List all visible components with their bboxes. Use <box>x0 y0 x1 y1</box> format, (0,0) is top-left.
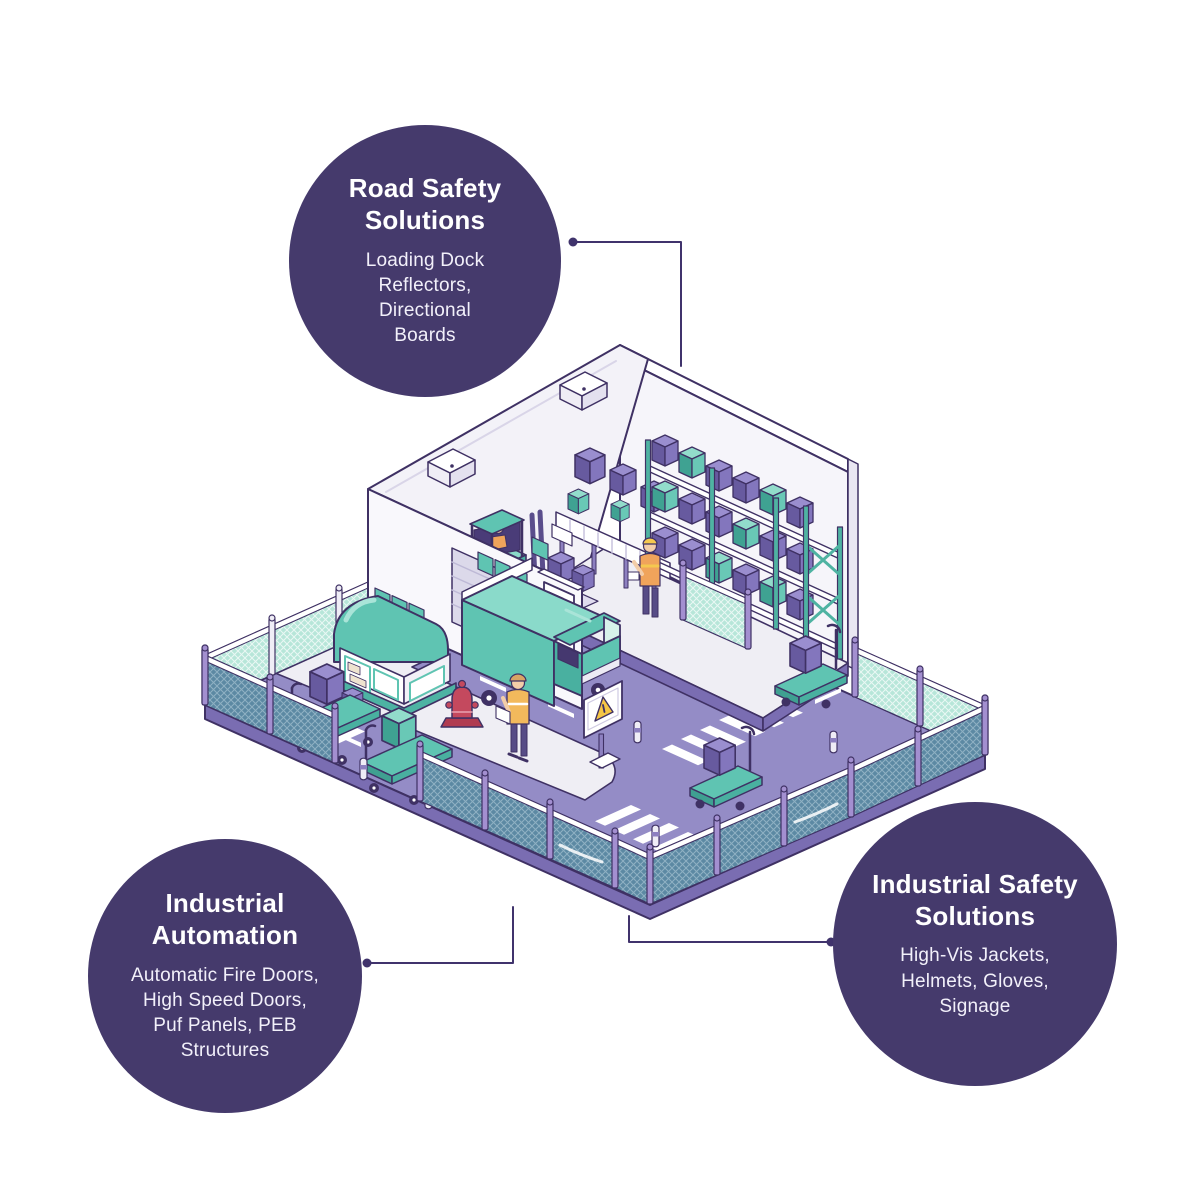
bubble-road-safety-title: Road Safety Solutions <box>348 173 502 235</box>
connector-industrial-safety <box>628 915 836 947</box>
bubble-road-safety: Road Safety Solutions Loading Dock Refle… <box>289 125 561 397</box>
bubble-industrial-safety: Industrial Safety Solutions High-Vis Jac… <box>833 802 1117 1086</box>
worker-on-walkway <box>495 673 530 763</box>
worker-by-racks <box>627 537 661 618</box>
chain-link-fence-front-left <box>201 644 651 905</box>
back-wall <box>619 344 859 672</box>
fire-hydrant <box>440 679 484 728</box>
rooftop-ac-unit <box>427 448 476 488</box>
bubble-industrial-automation: Industrial Automation Automatic Fire Doo… <box>88 839 362 1113</box>
pallet-jack-bottom <box>689 725 763 811</box>
connector-road-safety <box>568 237 682 367</box>
connector-industrial-automation <box>362 906 514 968</box>
bubble-industrial-safety-title: Industrial Safety Solutions <box>872 868 1078 931</box>
bubble-road-safety-description: Loading Dock Reflectors, Directional Boa… <box>365 249 485 347</box>
chain-link-fence-front-right <box>646 694 989 905</box>
security-kiosk <box>331 595 457 718</box>
bubble-industrial-safety-description: High-Vis Jackets, Helmets, Gloves, Signa… <box>900 945 1050 1017</box>
box-truck <box>461 575 621 721</box>
rooftop-ac-unit <box>559 371 608 411</box>
bubble-industrial-automation-description: Automatic Fire Doors, High Speed Doors, … <box>131 964 319 1062</box>
warning-sign <box>583 680 623 769</box>
bubble-industrial-automation-title: Industrial Automation <box>151 888 299 950</box>
pallet-jack-right <box>774 623 848 709</box>
